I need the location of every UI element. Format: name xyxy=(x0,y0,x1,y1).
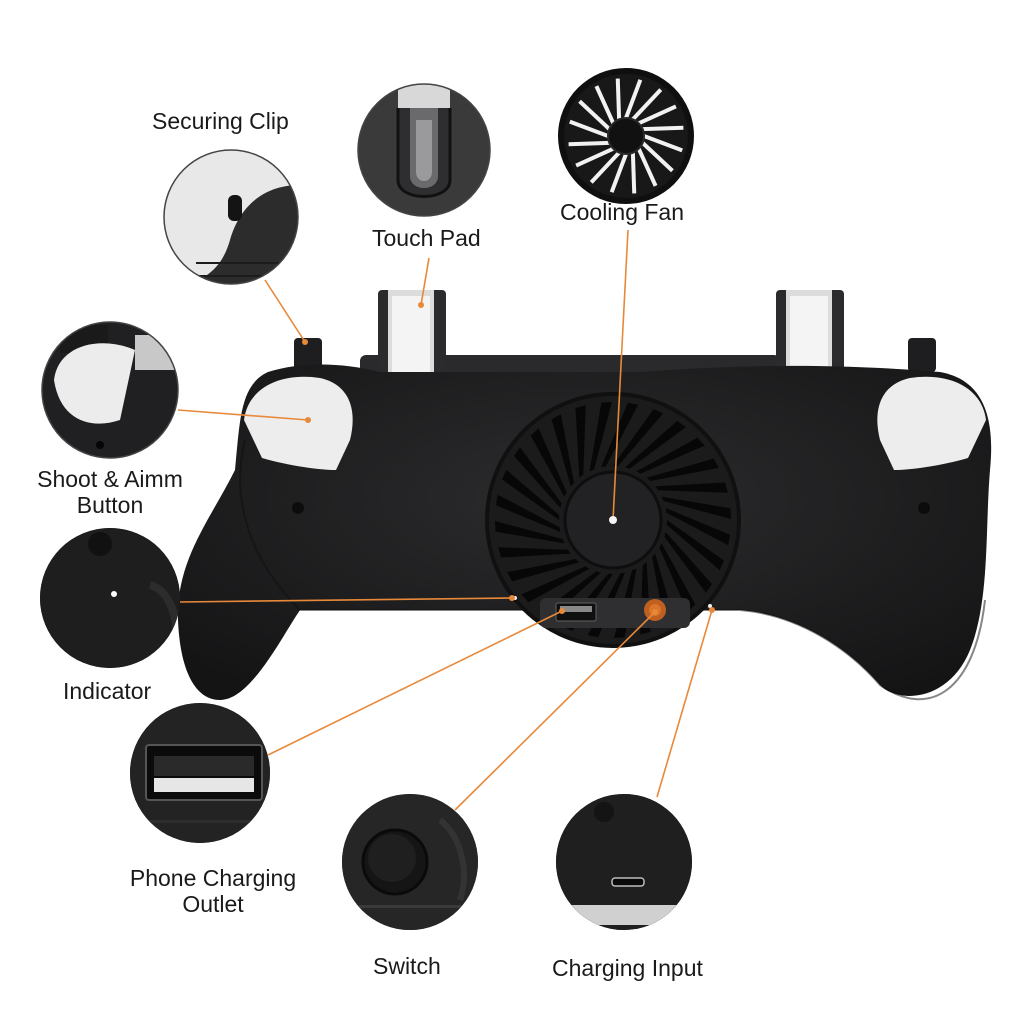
leader-switch xyxy=(454,611,656,811)
fan-blade-gap xyxy=(569,119,609,138)
grille-slot xyxy=(600,402,639,468)
phone-charging-text-line1: Phone Charging xyxy=(129,865,297,891)
grille-slot xyxy=(589,402,612,472)
grille-slot xyxy=(530,428,567,497)
touch-pad-text: Touch Pad xyxy=(372,225,481,251)
fan-blade-gap xyxy=(637,104,677,126)
fan-blade-gap xyxy=(609,153,628,193)
fan-blade-gap xyxy=(641,141,674,173)
leader-lines xyxy=(177,229,713,811)
fan-blade-gap xyxy=(568,140,610,147)
cooling-fan-text: Cooling Fan xyxy=(560,199,685,225)
right-securing-clip xyxy=(908,338,936,372)
grille-slot xyxy=(513,447,562,508)
label-indicator: Indicator xyxy=(63,678,151,704)
switch-text: Switch xyxy=(373,953,441,979)
grille-slot xyxy=(613,409,664,467)
grille-slot xyxy=(666,520,724,571)
label-switch: Switch xyxy=(373,953,441,979)
grille-slot xyxy=(502,469,560,520)
trigger-closeup-icon xyxy=(41,321,179,459)
fan-blade-gap xyxy=(578,99,611,131)
leader-shoot-aim xyxy=(177,409,309,421)
grille-slot xyxy=(551,414,574,487)
charging-input-dot xyxy=(708,604,712,608)
grille-slot xyxy=(646,458,719,481)
leader-phone-charging xyxy=(267,610,563,756)
label-charging-input: Charging Input xyxy=(552,955,703,981)
leader-touch-pad xyxy=(420,257,430,306)
grille-slot xyxy=(575,405,586,478)
label-cooling-fan: Cooling Fan xyxy=(560,199,684,225)
shoot-aim-text-line2: Button xyxy=(76,492,144,519)
fan-blade-gap xyxy=(642,125,684,132)
grille-slot xyxy=(659,543,696,612)
right-trigger xyxy=(877,376,986,470)
fan-blade-gap xyxy=(594,85,616,125)
grille-slot xyxy=(665,507,731,546)
fan-icon xyxy=(558,68,694,204)
fan-blade-gap xyxy=(643,134,683,153)
switch-closeup-icon xyxy=(342,794,478,930)
leader-securing-clip xyxy=(264,279,306,343)
grille-slot xyxy=(521,566,590,603)
label-securing-clip: Securing Clip xyxy=(152,108,289,134)
left-securing-clip xyxy=(294,338,322,372)
label-phone-charging-outlet: Phone Charging Outlet xyxy=(120,865,306,918)
grille-slot xyxy=(625,420,686,469)
fan-blade-gap xyxy=(636,147,658,187)
indicator-text: Indicator xyxy=(63,678,152,704)
fan-blade-gap xyxy=(630,152,637,194)
grille-slot xyxy=(507,559,580,582)
securing-clip-text: Securing Clip xyxy=(152,108,289,134)
left-trigger xyxy=(244,376,353,470)
touch-pad-closeup-icon xyxy=(357,83,491,217)
shoot-aim-text-line1: Shoot & Aimm xyxy=(37,466,183,492)
leader-charging-input xyxy=(656,609,713,798)
grille-slot xyxy=(655,482,728,493)
fan-blade-gap xyxy=(575,146,615,168)
leader-cooling-fan xyxy=(612,229,629,521)
grille-slot xyxy=(664,532,713,593)
leader-endpoints xyxy=(302,302,715,615)
micro-usb-port-icon xyxy=(556,794,692,930)
label-touch-pad: Touch Pad xyxy=(372,225,481,251)
clip-closeup-icon xyxy=(163,149,299,285)
fan-blade-gap xyxy=(624,79,643,119)
grille-slot xyxy=(498,547,571,558)
leader-indicator xyxy=(179,597,513,603)
fan-blade-gap xyxy=(631,88,663,121)
grille-slot xyxy=(495,494,561,533)
phone-charging-text-line2: Outlet xyxy=(182,891,244,918)
fan-blade-gap xyxy=(589,151,621,184)
fan-blade-gap xyxy=(615,78,622,120)
grille-slot xyxy=(495,521,565,544)
led-closeup-icon xyxy=(40,528,180,668)
usb-port-icon xyxy=(130,703,270,843)
grille-slot xyxy=(636,437,705,474)
grille-slot xyxy=(661,496,731,519)
controller-body xyxy=(177,290,992,701)
charging-input-text: Charging Input xyxy=(552,955,703,981)
label-shoot-aim-button: Shoot & Aimm Button xyxy=(28,466,192,519)
